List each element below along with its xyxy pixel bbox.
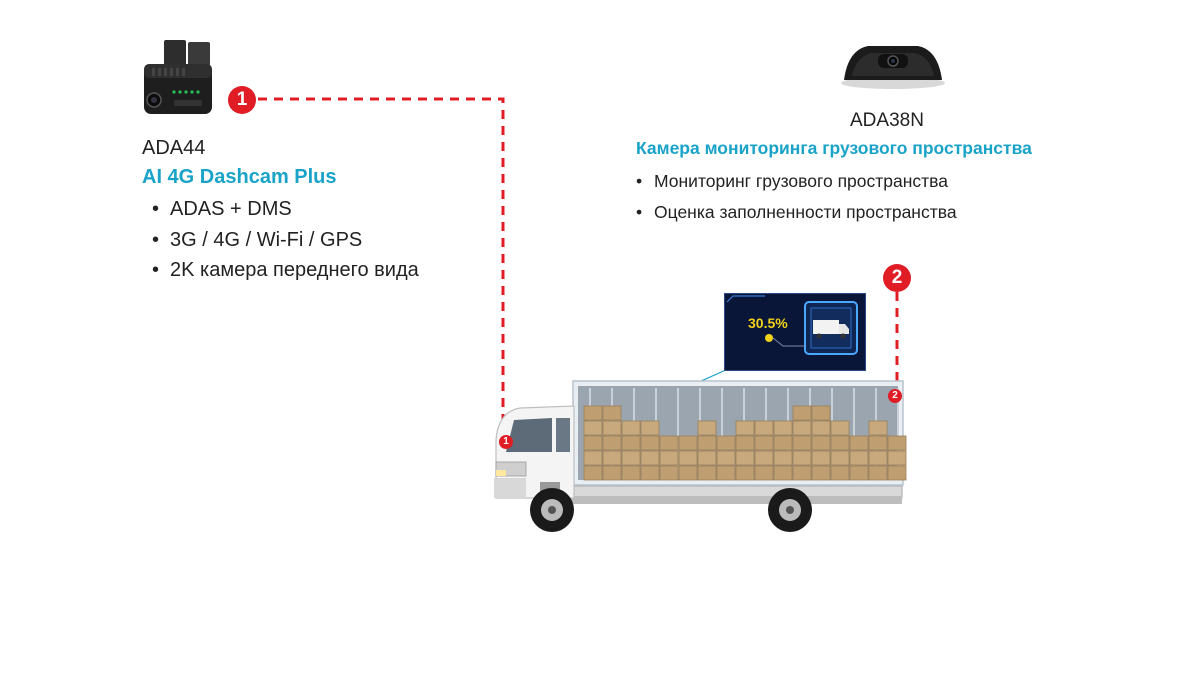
feature-item: Оценка заполненности пространства [634,197,957,228]
cargo-box [811,435,831,451]
cargo-box [583,465,603,481]
cargo-box [754,450,774,466]
cargo-box [735,465,755,481]
cargo-box [754,435,774,451]
cargo-box [773,435,793,451]
cargo-box [602,405,622,421]
cargo-box [830,450,850,466]
cargo-box [697,450,717,466]
feature-item: Мониторинг грузового пространства [634,166,957,197]
cargo-box [811,420,831,436]
cargo-box [887,465,907,481]
cargo-box [868,450,888,466]
cargo-box [792,435,812,451]
cargo-box [773,465,793,481]
cargo-box [811,465,831,481]
fill-percentage-label: 30.5% [748,315,788,331]
cargo-box [640,465,660,481]
cargo-box [640,420,660,436]
cargo-box [697,435,717,451]
cargo-box [868,420,888,436]
cargo-box [735,435,755,451]
marker-2-on-truck: 2 [888,389,902,403]
cargo-box [754,465,774,481]
ada38n-model-label: ADA38N [850,110,924,131]
cargo-box [792,405,812,421]
marker-1-on-truck: 1 [499,435,513,449]
cargo-box [678,465,698,481]
cargo-box [621,465,641,481]
cargo-box [792,420,812,436]
dashcam-device-image [144,40,212,114]
cargo-box [697,420,717,436]
cargo-box [640,450,660,466]
ada44-product-title: AI 4G Dashcam Plus [142,166,337,188]
cargo-box [868,435,888,451]
feature-item: 3G / 4G / Wi-Fi / GPS [150,225,419,256]
cargo-box [659,450,679,466]
truck-icon [813,320,849,339]
cargo-box [887,435,907,451]
screen-frame-graphics [726,295,858,355]
cargo-box [602,435,622,451]
cargo-box [583,450,603,466]
cargo-box [735,450,755,466]
cargo-box [621,450,641,466]
cargo-monitor-screen [724,293,866,371]
cargo-box [735,420,755,436]
cargo-box [849,435,869,451]
ada44-feature-list: ADAS + DMS 3G / 4G / Wi-Fi / GPS 2K каме… [150,194,419,286]
cargo-box [659,435,679,451]
cargo-box [868,465,888,481]
cargo-box [678,435,698,451]
cargo-box [716,435,736,451]
cargo-box [773,450,793,466]
cargo-box [640,435,660,451]
cargo-box [602,465,622,481]
cargo-box [754,420,774,436]
cargo-camera-image [841,46,945,89]
cargo-box [811,405,831,421]
ada38n-product-title: Камера мониторинга грузового пространств… [636,138,1032,158]
cargo-box [659,465,679,481]
cargo-box [583,420,603,436]
connector-line-1 [258,97,505,437]
cargo-box [716,450,736,466]
cargo-box [792,450,812,466]
feature-item: 2K камера переднего вида [150,255,419,286]
cargo-box [830,435,850,451]
ada38n-feature-list: Мониторинг грузового пространства Оценка… [634,166,957,228]
cargo-box [792,465,812,481]
cargo-box [830,420,850,436]
marker-1: 1 [228,86,256,114]
ada44-model-label: ADA44 [142,137,206,159]
cargo-box [678,450,698,466]
cargo-box [811,450,831,466]
cargo-box [602,420,622,436]
cargo-box [621,420,641,436]
cargo-box [621,435,641,451]
cargo-box [583,405,603,421]
marker-2: 2 [883,264,911,292]
feature-item: ADAS + DMS [150,194,419,225]
cargo-box [849,450,869,466]
cargo-box [583,435,603,451]
cargo-box [602,450,622,466]
cargo-box [716,465,736,481]
cargo-box [697,465,717,481]
cargo-box [849,465,869,481]
cargo-box [773,420,793,436]
cargo-box [887,450,907,466]
cargo-box [830,465,850,481]
